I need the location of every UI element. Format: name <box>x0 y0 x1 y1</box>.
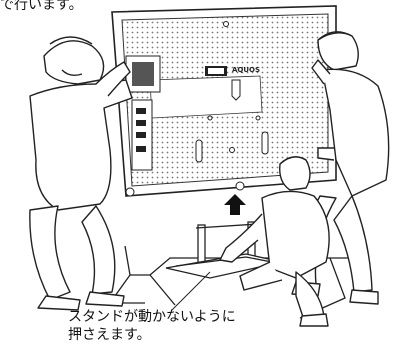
worker-left <box>30 37 132 310</box>
tv-brand-logo: AQUOS <box>232 66 260 74</box>
caption-line-2: 押さえます。 <box>68 326 236 344</box>
intro-text: で行います。 <box>0 0 83 14</box>
caption-leader-line <box>172 272 210 310</box>
caption: スタンドが動かないように 押さえます。 <box>68 308 236 344</box>
caption-line-1: スタンドが動かないように <box>68 308 236 326</box>
lift-arrow-icon <box>224 194 246 215</box>
